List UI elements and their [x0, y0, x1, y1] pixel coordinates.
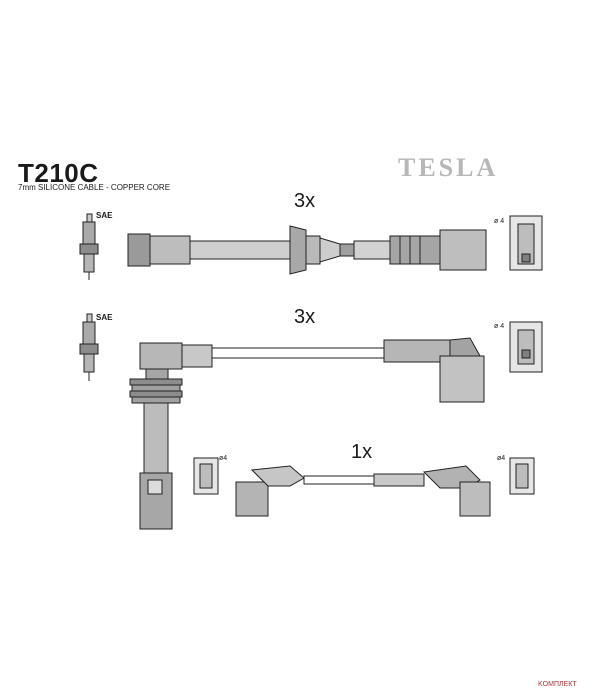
spark-plug-icon	[79, 213, 99, 280]
terminal-detail-icon	[509, 457, 535, 495]
qty-label-row2: 3x	[294, 306, 316, 328]
sae-label-mid: SAE	[96, 313, 113, 322]
brand-logo: TESLA	[398, 153, 499, 182]
diameter-label-4: ø4	[497, 455, 506, 462]
cable-spec: 7mm SILICONE CABLE - COPPER CORE	[18, 183, 171, 192]
diameter-label-3: ø4	[219, 455, 228, 462]
terminal-detail-icon	[193, 457, 219, 495]
sae-label-top: SAE	[96, 211, 113, 220]
short-cable-assembly	[235, 465, 491, 517]
terminal-detail-icon	[509, 215, 543, 271]
angled-boot-cable-assembly	[129, 337, 485, 530]
watermark: KOMПЛЕКТ	[538, 681, 577, 688]
part-code: T210C	[18, 158, 99, 188]
spark-plug-icon	[79, 313, 99, 381]
terminal-detail-icon	[509, 321, 543, 373]
qty-label-row1: 3x	[294, 190, 316, 212]
diameter-label-1: ø 4	[494, 218, 505, 225]
diameter-label-2: ø 4	[494, 323, 505, 330]
straight-cable-assembly	[127, 225, 487, 275]
qty-label-row3: 1x	[351, 441, 373, 463]
